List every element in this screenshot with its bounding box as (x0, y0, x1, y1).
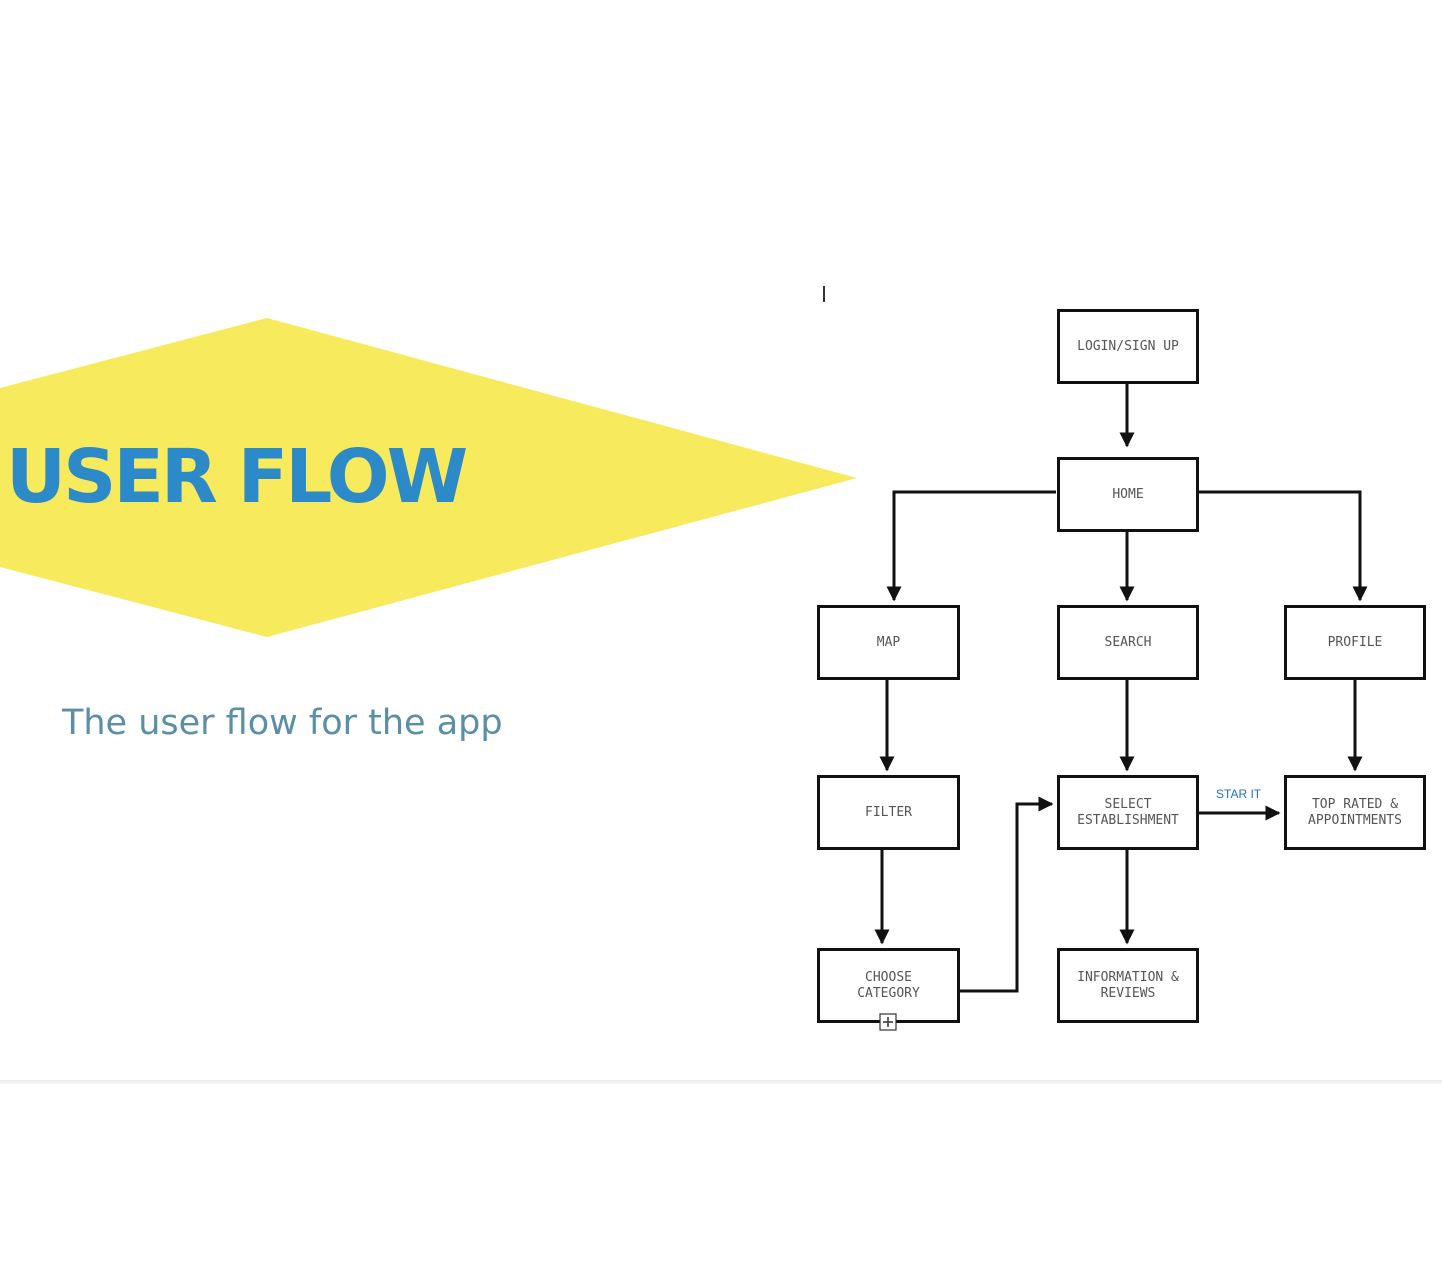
slide-subtitle: The user flow for the app (62, 703, 503, 743)
edge-home-map (886, 490, 1056, 602)
node-choose-category-label: CHOOSE CATEGORY (857, 969, 920, 1001)
node-top-rated-appointments[interactable]: TOP RATED & APPOINTMENTS (1284, 775, 1426, 850)
node-home-label: HOME (1112, 486, 1144, 502)
node-home[interactable]: HOME (1057, 457, 1199, 532)
slide: USER FLOW The user flow for the app (0, 286, 1426, 1031)
edge-home-profile (1199, 490, 1368, 602)
slide-bottom-edge (0, 1080, 1442, 1084)
flowchart-connectors (874, 383, 1368, 993)
node-select-establishment-label: SELECT ESTABLISHMENT (1077, 796, 1179, 828)
hexagon-polygon (0, 318, 857, 637)
plus-square-icon[interactable] (879, 1013, 897, 1031)
node-select-establishment[interactable]: SELECT ESTABLISHMENT (1057, 775, 1199, 850)
node-information-reviews[interactable]: INFORMATION & REVIEWS (1057, 948, 1199, 1023)
slide-title: USER FLOW (6, 434, 468, 520)
node-information-reviews-label: INFORMATION & REVIEWS (1077, 969, 1179, 1001)
node-search-label: SEARCH (1104, 634, 1152, 650)
node-login-signup[interactable]: LOGIN/SIGN UP (1057, 309, 1199, 384)
edge-label-star-it: STAR IT (1216, 787, 1262, 801)
yellow-hexagon-shape (0, 318, 857, 637)
node-profile-label: PROFILE (1327, 634, 1383, 650)
text-cursor (823, 286, 825, 302)
node-filter-label: FILTER (865, 804, 912, 820)
node-map[interactable]: MAP (817, 605, 960, 680)
node-choose-category[interactable]: CHOOSE CATEGORY (817, 948, 960, 1023)
edge-category-select (960, 796, 1054, 993)
node-map-label: MAP (876, 634, 901, 650)
node-profile[interactable]: PROFILE (1284, 605, 1426, 680)
node-search[interactable]: SEARCH (1057, 605, 1199, 680)
node-filter[interactable]: FILTER (817, 775, 960, 850)
node-login-signup-label: LOGIN/SIGN UP (1077, 338, 1179, 354)
node-top-rated-appointments-label: TOP RATED & APPOINTMENTS (1308, 796, 1402, 828)
